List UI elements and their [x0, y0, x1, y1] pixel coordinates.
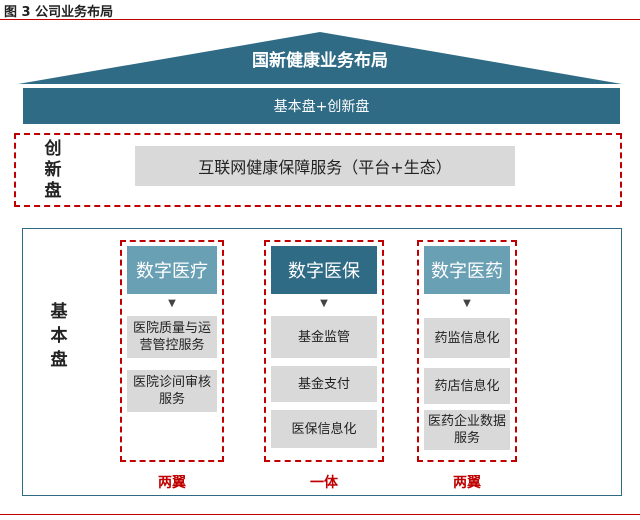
column-footer-left-wing: 两翼	[158, 475, 186, 491]
base-label: 基本盘	[50, 302, 68, 370]
base-innovation-band: 基本盘+创新盘	[23, 88, 620, 124]
figure-caption: 图 3 公司业务布局	[4, 5, 114, 20]
innovation-content-text: 互联网健康保障服务（平台+生态）	[198, 158, 452, 177]
down-arrow-icon: ▼	[463, 298, 471, 309]
column-footer-right-wing: 两翼	[453, 475, 481, 491]
item-fund-supervision: 基金监管	[271, 316, 377, 358]
column-header-text: 数字医保	[288, 261, 360, 282]
caption-divider	[0, 19, 640, 20]
item-text: 医保信息化	[291, 421, 357, 437]
item-text: 医药企业数据服务	[427, 414, 506, 446]
item-pharmacy-it: 药店信息化	[424, 368, 510, 404]
down-arrow-icon: ▼	[168, 298, 176, 309]
column-header-digital-insurance: 数字医保	[271, 246, 377, 294]
item-pharma-data-service: 医药企业数据服务	[424, 410, 510, 450]
item-drug-regulatory-it: 药监信息化	[424, 318, 510, 358]
innovation-label: 创新盘	[44, 139, 62, 201]
roof-title: 国新健康业务布局	[252, 51, 388, 71]
column-header-text: 数字医疗	[136, 261, 208, 282]
column-header-digital-pharma: 数字医药	[424, 246, 510, 294]
band-text: 基本盘+创新盘	[273, 99, 370, 115]
item-text: 基金监管	[297, 329, 350, 345]
item-text: 医院诊间审核服务	[132, 375, 211, 407]
item-text: 药店信息化	[434, 378, 500, 394]
down-arrow-icon: ▼	[320, 298, 328, 309]
item-hospital-audit: 医院诊间审核服务	[127, 370, 217, 412]
item-fund-payment: 基金支付	[271, 366, 377, 402]
item-insurance-it: 医保信息化	[271, 410, 377, 448]
item-text: 医院质量与运营管控服务	[132, 321, 211, 353]
column-header-text: 数字医药	[431, 261, 503, 282]
column-footer-one-body: 一体	[310, 475, 338, 491]
column-header-digital-medical: 数字医疗	[127, 246, 217, 294]
innovation-content: 互联网健康保障服务（平台+生态）	[135, 146, 515, 186]
roof-shape	[18, 32, 622, 84]
item-text: 基金支付	[297, 376, 350, 392]
bottom-divider	[0, 514, 640, 515]
item-hospital-quality: 医院质量与运营管控服务	[127, 316, 217, 358]
item-text: 药监信息化	[434, 330, 500, 346]
